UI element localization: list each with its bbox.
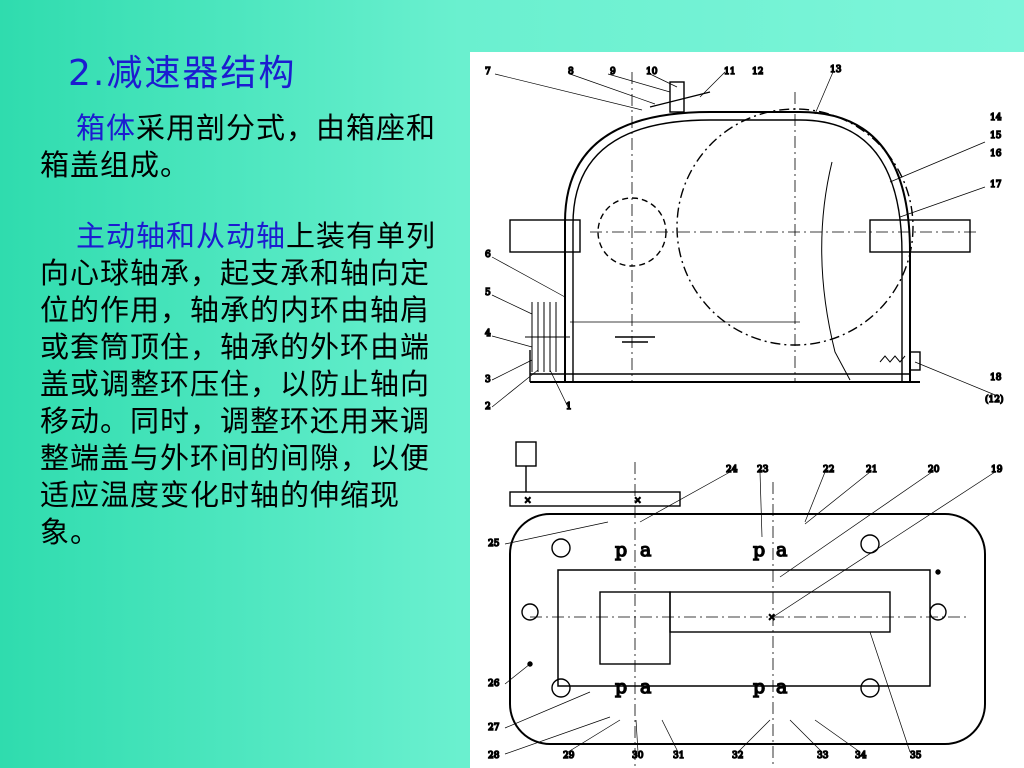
label-21: 21: [866, 465, 877, 475]
bearing-mark-p-1: p: [615, 539, 627, 561]
highlight-shafts: 主动轴和从动轴: [76, 219, 287, 253]
label-3: 3: [485, 375, 491, 385]
bearing-mark-p-2: p: [753, 539, 765, 561]
label-29: 29: [563, 751, 575, 761]
label-20: 20: [928, 465, 940, 475]
highlight-housing: 箱体: [76, 111, 137, 145]
label-25: 25: [488, 539, 500, 549]
bearing-mark-a-1: a: [640, 539, 651, 561]
label-17: 17: [990, 180, 1002, 190]
label-14: 14: [990, 113, 1002, 123]
label-28: 28: [488, 751, 500, 761]
label-7: 7: [485, 67, 491, 77]
bearing-mark-p-3: p: [615, 676, 627, 698]
belt-x-right: ×: [634, 496, 642, 506]
label-13: 13: [830, 65, 842, 75]
bearing-mark-a-3: a: [640, 676, 651, 698]
label-12: 12: [752, 67, 763, 77]
label-9: 9: [610, 67, 616, 77]
bearing-mark-a-2: a: [776, 539, 787, 561]
label-24: 24: [726, 465, 738, 475]
label-18: 18: [990, 373, 1002, 383]
reducer-drawing: 7 8 9 10 11 12 13 14 15 16 17 6 5 4 3 2 …: [470, 52, 1024, 768]
label-6: 6: [485, 250, 491, 260]
label-35: 35: [910, 751, 922, 761]
label-8: 8: [568, 67, 574, 77]
label-30: 30: [632, 751, 644, 761]
reducer-drawing-svg: 7 8 9 10 11 12 13 14 15 16 17 6 5 4 3 2 …: [484, 64, 1004, 768]
label-31: 31: [673, 751, 684, 761]
label-5: 5: [485, 288, 491, 298]
bearing-mark-a-4: a: [776, 676, 787, 698]
label-12-paren: (12): [985, 394, 1003, 405]
paragraph-shafts-text: 上装有单列向心球轴承，起支承和轴向定位的作用，轴承的内环由轴肩或套筒顶住，轴承的…: [40, 219, 437, 549]
label-27: 27: [488, 723, 500, 733]
label-32: 32: [732, 751, 743, 761]
label-33: 33: [817, 751, 829, 761]
bearing-mark-p-4: p: [753, 676, 765, 698]
paragraph-housing-text: 采用剖分式，由箱座和箱盖组成。: [40, 111, 437, 182]
label-10: 10: [646, 67, 658, 77]
paragraph-shafts: 主动轴和从动轴上装有单列向心球轴承，起支承和轴向定位的作用，轴承的内环由轴肩或套…: [40, 218, 450, 551]
elevation-view: 7 8 9 10 11 12 13 14 15 16 17 6 5 4 3 2 …: [484, 64, 1004, 412]
label-11: 11: [724, 67, 735, 77]
center-x: ×: [768, 613, 776, 623]
label-15: 15: [990, 131, 1002, 141]
label-23: 23: [757, 465, 769, 475]
paragraph-housing: 箱体采用剖分式，由箱座和箱盖组成。: [40, 110, 450, 184]
label-16: 16: [990, 149, 1002, 159]
label-1: 1: [566, 402, 572, 412]
label-34: 34: [855, 751, 867, 761]
label-22: 22: [823, 465, 834, 475]
belt-x-left: ×: [524, 496, 532, 506]
label-2: 2: [485, 402, 491, 412]
label-4: 4: [485, 329, 491, 339]
label-26: 26: [488, 679, 500, 689]
plan-view: × × × p a p a p: [487, 441, 1003, 768]
slide-title: 2.减速器结构: [68, 53, 297, 94]
label-19: 19: [991, 465, 1003, 475]
